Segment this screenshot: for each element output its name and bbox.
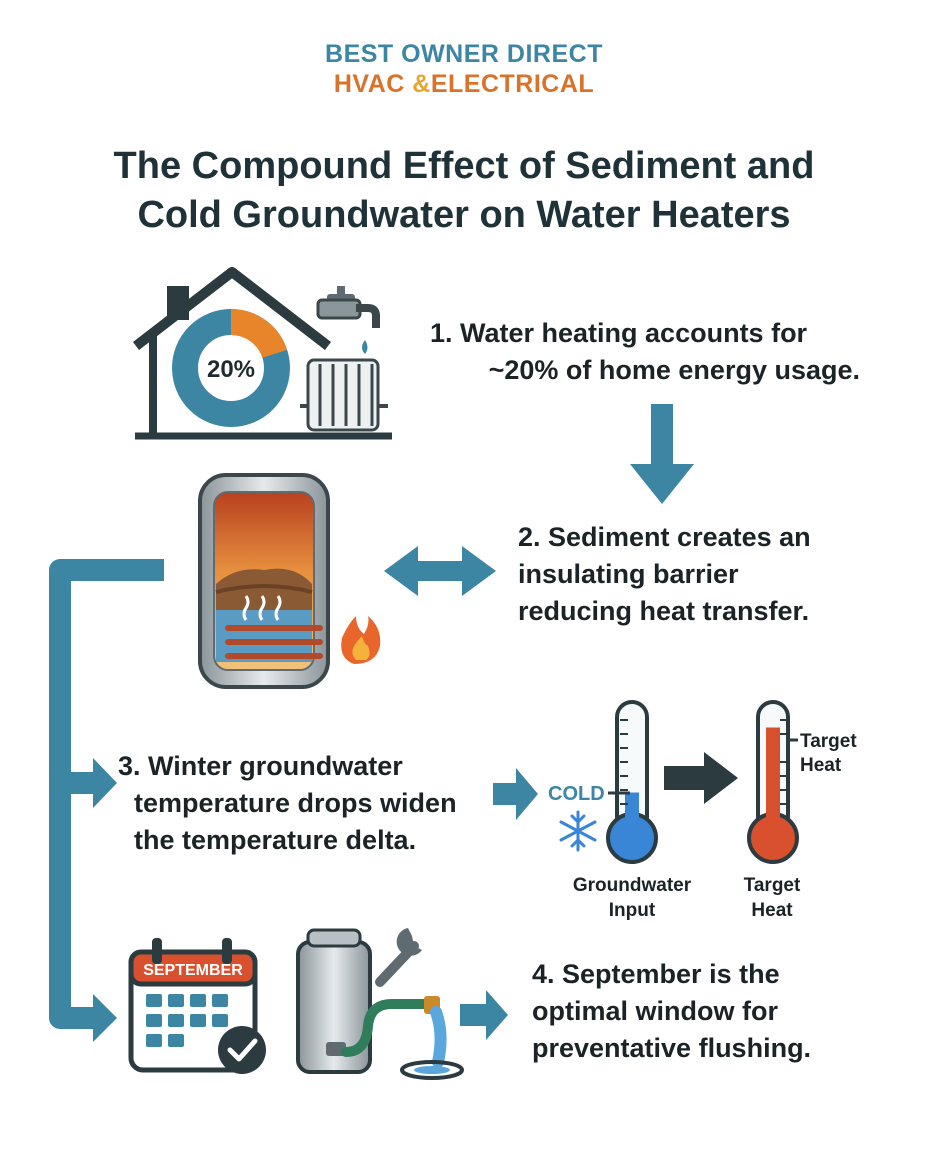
hot-thermometer-icon <box>747 700 799 864</box>
step-1-line-2: ~20% of home energy usage. <box>488 355 860 385</box>
step-2-line-2: insulating barrier <box>518 559 739 589</box>
arrow-cold-to-hot <box>664 752 738 804</box>
target-tag-line-2: Heat <box>800 755 842 776</box>
arrow-down-1-to-2 <box>630 404 694 504</box>
brand-ampersand: & <box>412 70 431 98</box>
title-line-1: The Compound Effect of Sediment and <box>113 145 815 187</box>
groundwater-caption-line-1: Groundwater <box>573 875 692 896</box>
step-2-line-3: reducing heat transfer. <box>518 596 810 626</box>
brand-subtitle: HVAC &ELECTRICAL <box>0 70 928 99</box>
brand-electrical: ELECTRICAL <box>430 70 595 98</box>
brand-hvac: HVAC <box>333 70 413 98</box>
radiator-icon <box>300 358 388 432</box>
flame-icon <box>341 616 381 664</box>
step-3-line-2: temperature drops widen <box>134 788 457 818</box>
brand-name: BEST OWNER DIRECT <box>325 40 603 68</box>
double-arrow-2 <box>384 546 496 596</box>
energy-donut-chart: 20% <box>172 309 290 427</box>
donut-slice-20 <box>230 309 288 359</box>
step-4-text: 4. September is the optimal window for p… <box>532 956 811 1067</box>
step-3-line-1: 3. Winter groundwater <box>118 751 403 781</box>
step-3-line-3: the temperature delta. <box>134 825 417 855</box>
water-heater-tank-icon <box>296 928 372 1074</box>
faucet-icon <box>316 286 380 354</box>
step-1-line-1: 1. Water heating accounts for <box>430 318 808 348</box>
arrow-to-step-4 <box>460 990 508 1040</box>
groundwater-caption-line-2: Input <box>609 900 656 921</box>
arrow-3-to-thermometers <box>493 768 538 820</box>
target-caption-line-1: Target <box>744 875 801 896</box>
title-line-2: Cold Groundwater on Water Heaters <box>137 194 791 236</box>
donut-label: 20% <box>207 356 255 383</box>
target-tag-line-1: Target <box>800 731 857 752</box>
wrench-icon <box>375 928 422 987</box>
snowflake-icon <box>559 810 597 852</box>
cold-thermometer-icon <box>606 700 658 864</box>
house-icon <box>132 267 392 440</box>
step-1-text: 1. Water heating accounts for ~20% of ho… <box>430 315 860 389</box>
step-2-line-1: 2. Sediment creates an <box>518 522 811 552</box>
step-4-line-1: 4. September is the <box>532 959 780 989</box>
step-2-text: 2. Sediment creates an insulating barrie… <box>518 519 811 630</box>
calendar-month: SEPTEMBER <box>143 962 243 979</box>
loop-connector <box>49 559 164 1042</box>
water-heater-cutaway-icon <box>198 473 330 689</box>
drain-hose-icon <box>341 996 464 1080</box>
step-4-line-2: optimal window for <box>532 996 778 1026</box>
step-4-line-3: preventative flushing. <box>532 1033 812 1063</box>
page-title: The Compound Effect of Sediment and Cold… <box>0 142 928 240</box>
step-3-text: 3. Winter groundwater temperature drops … <box>118 748 457 859</box>
cold-label: COLD <box>548 783 605 805</box>
calendar-icon <box>128 938 266 1074</box>
target-caption-line-2: Heat <box>751 900 793 921</box>
